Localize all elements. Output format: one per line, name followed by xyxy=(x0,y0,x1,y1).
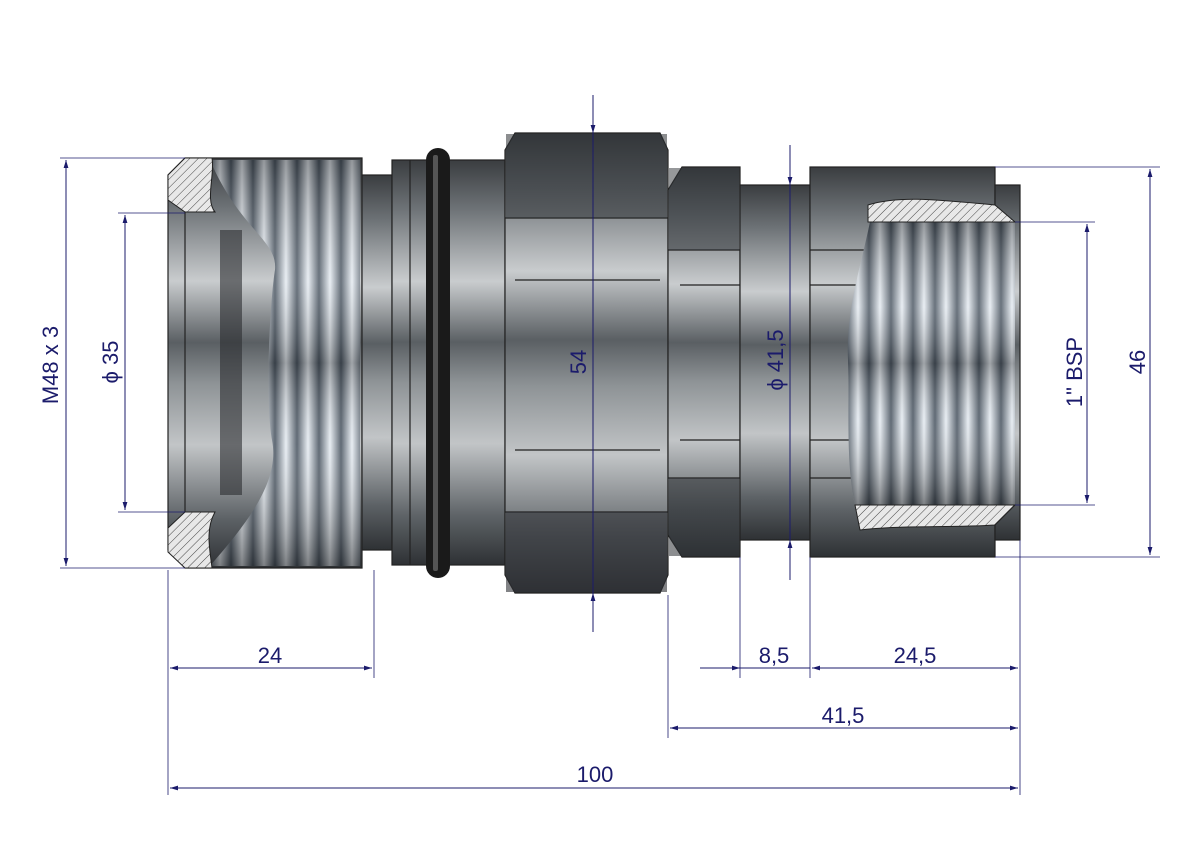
length-right-assembly-label: 41,5 xyxy=(822,703,865,728)
hex-size-label: 54 xyxy=(566,350,591,374)
dimension-lines xyxy=(60,95,1160,795)
length-left-label: 24 xyxy=(258,643,282,668)
thread-right-label: 1" BSP xyxy=(1062,337,1087,407)
total-length-label: 100 xyxy=(577,762,614,787)
outer-diameter-label: 46 xyxy=(1125,350,1150,374)
left-threaded-body xyxy=(167,157,363,569)
length-sleeve-label: 8,5 xyxy=(759,643,790,668)
neck-section xyxy=(361,148,506,578)
bore-left-label: ϕ 35 xyxy=(98,341,123,384)
thread-left-label: M48 x 3 xyxy=(38,326,63,404)
sleeve xyxy=(739,184,811,541)
hex-nut-small xyxy=(667,166,741,558)
length-nut-label: 24,5 xyxy=(894,643,937,668)
hex-nut-54 xyxy=(504,132,669,594)
right-threaded-nut xyxy=(809,166,1021,558)
sleeve-diameter-label: ϕ 41,5 xyxy=(763,329,788,390)
